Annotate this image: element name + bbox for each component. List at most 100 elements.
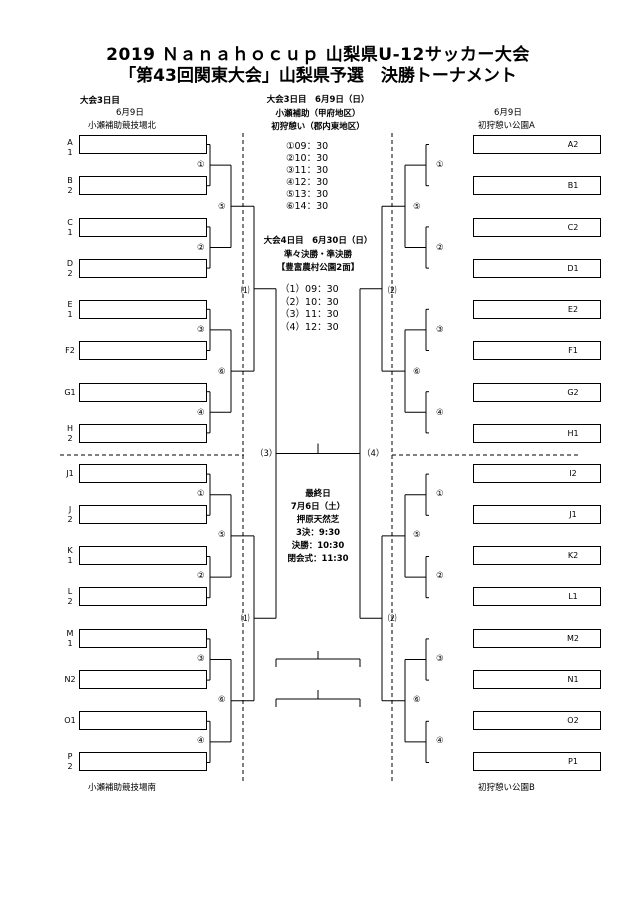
- day3-title: 大会3日目 6月9日（日）: [266, 95, 370, 105]
- team-code-right-i: I2: [569, 469, 577, 478]
- team-slot-left-i[interactable]: [79, 464, 207, 483]
- team-code-left-g: G1: [64, 388, 76, 397]
- team-slot-right-m[interactable]: [473, 629, 601, 648]
- team-code-left-o: O1: [64, 716, 76, 725]
- team-slot-right-o[interactable]: [473, 711, 601, 730]
- team-slot-right-i[interactable]: [473, 464, 601, 483]
- team-slot-left-b[interactable]: [79, 176, 207, 195]
- team-slot-right-f[interactable]: [473, 341, 601, 360]
- team-slot-right-l[interactable]: [473, 587, 601, 606]
- page-subtitle: 「第43回関東大会」山梨県予選 決勝トーナメント: [119, 66, 517, 86]
- team-code-right-d: D1: [567, 264, 579, 273]
- final-third-place: 3決：9:30: [295, 528, 341, 538]
- match-marker-right-r2-3: ⑤: [413, 530, 421, 540]
- team-code-right-e: E2: [567, 305, 579, 314]
- team-code-right-f: F1: [568, 346, 578, 355]
- match-marker-left-4: ④: [197, 408, 205, 418]
- day3-time-6: ⑥14：30: [286, 201, 329, 212]
- day3-time-5: ⑤13：30: [286, 189, 329, 200]
- team-code-right-o: O2: [567, 716, 579, 725]
- right-venue-top: 初狩憩い公園A: [478, 121, 535, 131]
- final-final-time: 決勝：10:30: [291, 541, 345, 551]
- match-marker-left-r2-2: ⑥: [218, 367, 226, 377]
- team-code-right-h: H1: [567, 429, 579, 438]
- team-slot-left-h[interactable]: [79, 424, 207, 443]
- final-date: 7月6日（土）: [290, 502, 346, 512]
- team-slot-left-p[interactable]: [79, 752, 207, 771]
- match-marker-right-4: ④: [436, 408, 444, 418]
- day4-time-4: （4）12：30: [280, 321, 339, 333]
- team-slot-right-k[interactable]: [473, 546, 601, 565]
- match-marker-left-8: ④: [197, 736, 205, 746]
- team-slot-left-m[interactable]: [79, 629, 207, 648]
- match-marker-right-qf-1: ⑵: [388, 286, 397, 296]
- team-code-right-l: L1: [568, 592, 578, 601]
- match-marker-right-r2-4: ⑥: [413, 695, 421, 705]
- match-marker-right-3: ③: [436, 325, 444, 335]
- team-slot-left-d[interactable]: [79, 259, 207, 278]
- final-info: 最終日 7月6日（土） 押原天然芝 3決：9:30 決勝：10:30 閉会式：1…: [268, 488, 368, 566]
- right-date: 6月9日: [494, 108, 522, 118]
- team-slot-right-c[interactable]: [473, 218, 601, 237]
- match-marker-left-1: ①: [197, 160, 205, 170]
- right-venue-bottom: 初狩憩い公園B: [478, 783, 535, 793]
- team-code-left-f: F2: [65, 346, 75, 355]
- team-slot-right-b[interactable]: [473, 176, 601, 195]
- match-marker-right-1: ①: [436, 160, 444, 170]
- team-slot-right-a[interactable]: [473, 135, 601, 154]
- team-slot-left-j[interactable]: [79, 505, 207, 524]
- team-code-right-c: C2: [567, 223, 579, 232]
- team-slot-left-k[interactable]: [79, 546, 207, 565]
- match-marker-right-r2-2: ⑥: [413, 367, 421, 377]
- team-slot-right-g[interactable]: [473, 383, 601, 402]
- day4-times: （1）09：30 （2）10：30 （3）11：30 （4）12：30: [280, 284, 356, 334]
- left-venue-bottom: 小瀬補助競技場南: [88, 783, 157, 793]
- day4-time-1: （1）09：30: [280, 284, 339, 295]
- team-slot-right-p[interactable]: [473, 752, 601, 771]
- team-code-right-a: A2: [567, 140, 579, 149]
- match-marker-left-3: ③: [197, 325, 205, 335]
- match-marker-right-sf: （4）: [362, 449, 385, 459]
- match-marker-left-sf: （3）: [255, 449, 278, 459]
- match-marker-left-qf-1: ⑴: [241, 286, 250, 296]
- match-marker-right-r2-1: ⑤: [413, 202, 421, 212]
- page-title: 2019 Ｎａｎａｈｏｃｕｐ 山梨県U-12サッカー大会: [106, 45, 530, 65]
- team-slot-left-l[interactable]: [79, 587, 207, 606]
- match-marker-right-5: ①: [436, 489, 444, 499]
- team-slot-left-g[interactable]: [79, 383, 207, 402]
- match-marker-left-r2-3: ⑤: [218, 530, 226, 540]
- team-slot-left-a[interactable]: [79, 135, 207, 154]
- day4-title: 大会4日目 6月30日（日）: [263, 236, 373, 246]
- team-code-right-k: K2: [567, 551, 579, 560]
- team-slot-right-n[interactable]: [473, 670, 601, 689]
- team-code-right-j: J1: [569, 510, 577, 519]
- day3-time-1: ①09：30: [286, 141, 329, 152]
- left-day-label: 大会3日目: [80, 96, 120, 106]
- match-marker-left-6: ②: [197, 571, 205, 581]
- team-slot-right-h[interactable]: [473, 424, 601, 443]
- team-slot-right-d[interactable]: [473, 259, 601, 278]
- day4-rounds: 準々決勝・準決勝: [283, 249, 352, 260]
- match-marker-left-qf-2: ⑴: [241, 614, 250, 624]
- team-slot-right-e[interactable]: [473, 300, 601, 319]
- day4-info: 大会4日目 6月30日（日） 準々決勝・準決勝 【豊富農村公園2面】: [250, 235, 386, 276]
- team-slot-left-e[interactable]: [79, 300, 207, 319]
- team-slot-left-c[interactable]: [79, 218, 207, 237]
- day4-venue: 【豊富農村公園2面】: [276, 263, 360, 273]
- team-slot-right-j[interactable]: [473, 505, 601, 524]
- team-slot-left-f[interactable]: [79, 341, 207, 360]
- team-slot-left-o[interactable]: [79, 711, 207, 730]
- day3-times: ①09：30 ②10：30 ③11：30 ④12：30 ⑤13：30 ⑥14：3…: [286, 141, 350, 213]
- match-marker-right-8: ④: [436, 736, 444, 746]
- day3-info: 大会3日目 6月9日（日） 小瀬補助（甲府地区） 初狩憩い（郡内東地区）: [250, 94, 386, 135]
- match-marker-left-r2-1: ⑤: [218, 202, 226, 212]
- team-slot-left-n[interactable]: [79, 670, 207, 689]
- day4-time-3: （3）11：30: [280, 309, 339, 320]
